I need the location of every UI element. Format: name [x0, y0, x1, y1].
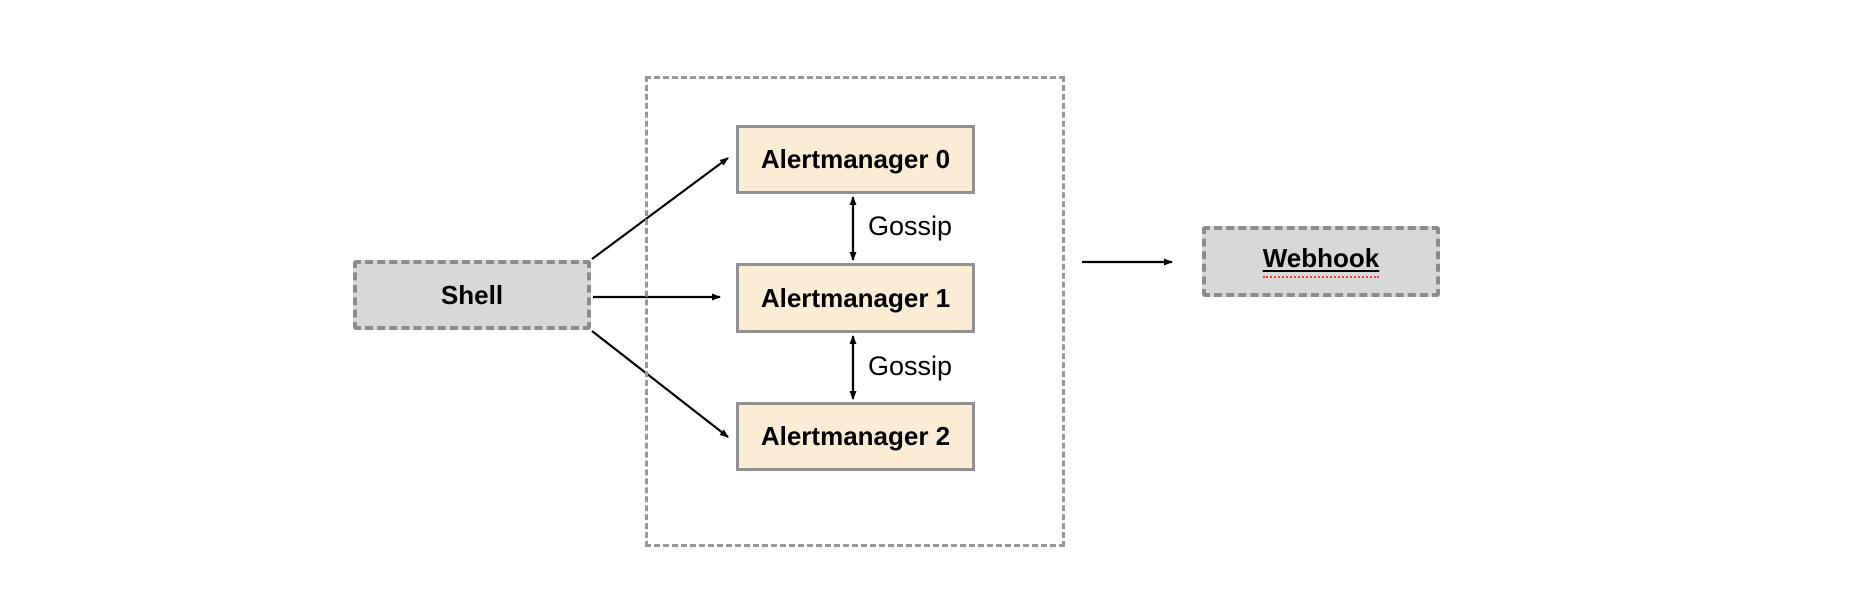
- gossip-edge-label-0: Gossip: [868, 211, 953, 241]
- node-alertmanager-2: Alertmanager 2: [736, 402, 975, 471]
- node-alertmanager-0: Alertmanager 0: [736, 125, 975, 194]
- node-webhook-label: Webhook: [1262, 245, 1380, 278]
- node-alertmanager-0-label: Alertmanager 0: [760, 144, 951, 174]
- node-alertmanager-1-label: Alertmanager 1: [760, 282, 951, 313]
- node-webhook: Webhook: [1202, 226, 1440, 297]
- node-shell-label: Shell: [440, 279, 504, 310]
- gossip-edge-label-1: Gossip: [868, 351, 953, 381]
- node-shell: Shell: [353, 260, 591, 330]
- node-alertmanager-1: Alertmanager 1: [736, 263, 975, 333]
- node-alertmanager-2-label: Alertmanager 2: [760, 421, 951, 451]
- alertmanager-cluster-boundary: [645, 76, 1065, 547]
